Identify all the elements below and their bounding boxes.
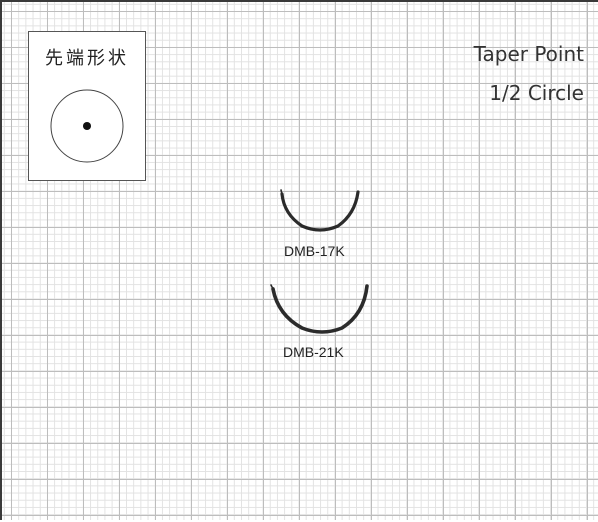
- needle-arc-icon: [280, 190, 360, 232]
- curvature-label: 1/2 Circle: [489, 81, 584, 105]
- needle-tip-icon: [280, 189, 283, 195]
- needle-dmb-21k: [270, 284, 369, 334]
- needle-arc-icon: [271, 284, 369, 334]
- needle-tip-icon: [270, 284, 274, 290]
- needle-dmb-17k: [280, 189, 360, 232]
- tip-shape-panel: 先端形状: [28, 31, 146, 181]
- tip-shape-title: 先端形状: [45, 48, 129, 69]
- point-type-label: Taper Point: [473, 42, 584, 66]
- tip-point-dot: [83, 122, 91, 130]
- needle-model-label: DMB-21K: [283, 344, 344, 360]
- needle-model-label: DMB-17K: [284, 243, 345, 259]
- tip-cross-section-icon: [50, 89, 124, 163]
